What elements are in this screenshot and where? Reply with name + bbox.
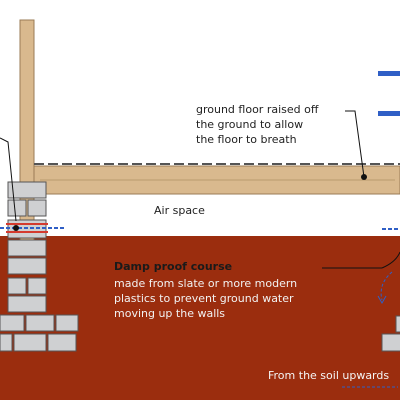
dpc-description: made from slate or more modern plastics … [114,277,298,320]
air-space-label: Air space [154,204,205,217]
dpc-leader-dot [13,225,19,231]
vent-marker-top [378,71,400,76]
floor-leader-dot [361,174,367,180]
dpc-leader-line [0,137,17,222]
dpc-title: Damp proof course [114,260,233,273]
floor-label: ground floor raised off the ground to al… [196,103,319,146]
brick-pier [0,181,79,352]
water-arrowhead [377,295,387,305]
right-pier [381,315,400,352]
caption: From the soil upwards [268,369,390,382]
vent-marker-bottom [378,111,400,116]
right-leader-curve [381,251,400,269]
floor-leader-line [345,110,365,178]
water-arrow [380,271,393,301]
